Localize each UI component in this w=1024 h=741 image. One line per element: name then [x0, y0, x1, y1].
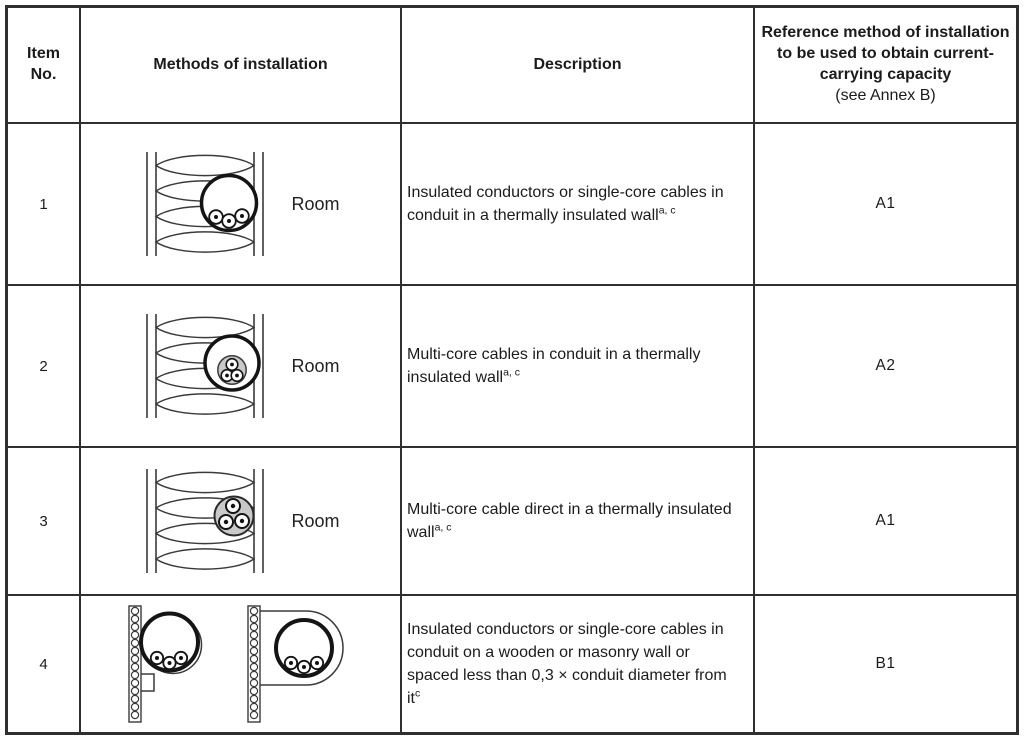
methods-cell-row4	[81, 596, 402, 732]
insulated-conductors	[283, 655, 324, 675]
description-text: Insulated conductors or single-core cabl…	[407, 618, 743, 711]
description-body: Insulated conductors or single-core cabl…	[407, 620, 727, 708]
insulated-conductors	[208, 208, 251, 229]
description-footnote: a, c	[434, 521, 452, 534]
methods-cell-row2: Room	[81, 286, 402, 448]
reference-value: A1	[755, 124, 1016, 286]
installation-table: Item No. Methods of installation Descrip…	[5, 5, 1019, 735]
cable-cores	[220, 357, 245, 383]
insulated-conductors	[149, 650, 188, 671]
description-text: Multi-core cables in conduit in a therma…	[407, 343, 743, 389]
methods-cell-row1: Room	[81, 124, 402, 286]
description-text: Insulated conductors or single-core cabl…	[407, 181, 743, 227]
description-body: Multi-core cable direct in a thermally i…	[407, 500, 732, 541]
masonry-wall-hatch	[249, 606, 258, 720]
description-cell-row4: Insulated conductors or single-core cabl…	[402, 596, 755, 732]
methods-cell-row3: Room	[81, 448, 402, 596]
conduit-strap	[259, 610, 344, 686]
room-label: Room	[291, 193, 340, 214]
conduit-spaced-from-wall-view	[246, 605, 344, 723]
masonry-wall-hatch	[130, 606, 139, 720]
header-item-no: Item No.	[8, 8, 81, 124]
item-number: 3	[8, 448, 81, 596]
cable-cores	[218, 498, 251, 530]
item-number: 4	[8, 596, 81, 732]
reference-value: A2	[755, 286, 1016, 448]
description-text: Multi-core cable direct in a thermally i…	[407, 498, 743, 544]
reference-header-title: Reference method of installation to be u…	[761, 23, 1010, 83]
description-body: Insulated conductors or single-core cabl…	[407, 183, 724, 224]
description-footnote: a, c	[658, 204, 676, 217]
diagram-multicore-in-conduit-in-insulated-wall	[146, 313, 265, 419]
item-number: 2	[8, 286, 81, 448]
description-body: Multi-core cables in conduit in a therma…	[407, 345, 701, 386]
description-footnote: a, c	[503, 366, 520, 379]
description-cell-row3: Multi-core cable direct in a thermally i…	[402, 448, 755, 596]
description-cell-row2: Multi-core cables in conduit in a therma…	[402, 286, 755, 448]
room-label: Room	[291, 510, 340, 531]
reference-value: A1	[755, 448, 1016, 596]
reference-header-note: (see Annex B)	[835, 87, 936, 105]
item-number: 1	[8, 124, 81, 286]
diagram-conduit-in-insulated-wall	[146, 151, 265, 257]
header-reference: Reference method of installation to be u…	[755, 8, 1016, 124]
description-cell-row1: Insulated conductors or single-core cabl…	[402, 124, 755, 286]
room-label: Room	[291, 355, 340, 376]
header-methods: Methods of installation	[81, 8, 402, 124]
conduit-against-wall-view	[127, 605, 202, 723]
saddle-foot	[140, 673, 155, 692]
description-footnote: c	[415, 687, 421, 700]
reference-value: B1	[875, 655, 896, 672]
diagram-conduit-on-wall	[127, 605, 344, 723]
diagram-multicore-direct-in-insulated-wall	[146, 468, 265, 574]
header-description: Description	[402, 8, 755, 124]
